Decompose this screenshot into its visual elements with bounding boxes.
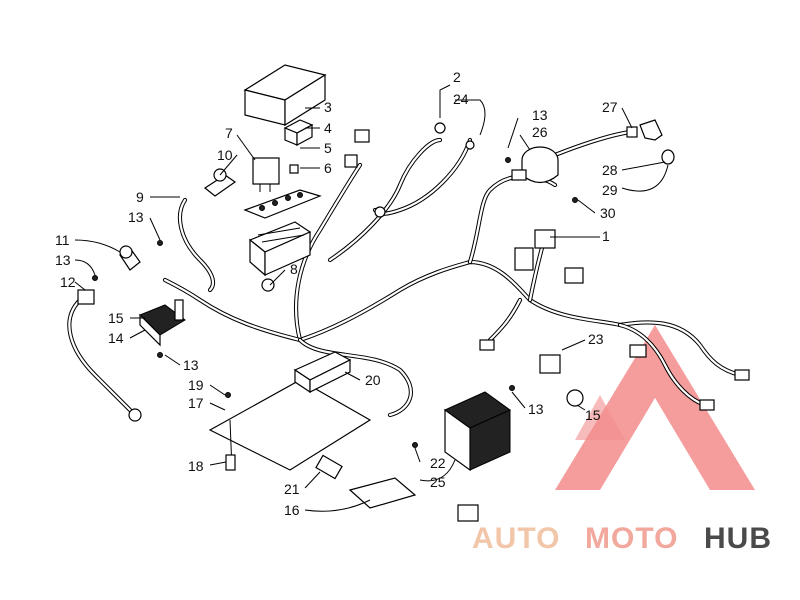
ring-terminal-2 [374,206,386,218]
grommet [261,278,275,292]
connector-mid-2 [479,339,495,351]
callout-27: 28 [602,162,618,178]
callout-13-a: 13 [128,209,144,225]
watermark-auto: AUTO [472,522,560,555]
connector-cluster [514,229,584,284]
relay-large [252,157,280,192]
watermark-text: AUTO MOTO HUB [472,522,772,555]
callout-13-e: 13 [532,107,548,123]
callout-29: 30 [600,205,616,221]
callout-12: 12 [60,274,76,290]
ring-terminal-4 [465,140,475,150]
callout-1: 23 [588,331,604,347]
connector-top [354,129,370,143]
callout-26: 27 [602,99,618,115]
callout-30: 1 [602,228,610,244]
bracket [77,289,95,305]
callout-2: 2 [453,69,461,85]
callout-11: 11 [55,232,70,248]
callout-5: 5 [324,140,332,156]
callout-20: 20 [365,372,381,388]
callout-15-b: 22 [430,455,446,471]
voltage-regulator [444,391,511,522]
spark-plug-cap [626,119,675,165]
fuse-strip [243,164,322,219]
electronic-control-unit [293,351,352,394]
callout-numbers: 2 24 3 4 5 6 7 10 9 13 11 13 12 8 15 14 … [55,69,618,518]
callout-17: 17 [188,395,204,411]
callout-8: 8 [290,261,298,277]
connector-mid [539,354,561,374]
relay-small [283,119,314,146]
inline-connector [315,454,343,480]
leader-lines [74,84,669,512]
connector-right-2 [734,369,750,381]
callout-6: 6 [324,160,332,176]
callout-7: 7 [225,125,233,141]
callout-3: 3 [324,99,332,115]
connector-top-2 [344,154,358,168]
callout-24: 24 [453,91,469,107]
watermark-logo [555,325,755,490]
mounting-plate [208,379,372,471]
callout-14: 14 [108,330,124,346]
battery-cable [177,197,216,293]
watermark-moto: MOTO [585,522,678,555]
starter-solenoid [139,299,186,347]
ignition-coil [511,146,559,184]
callout-16: 16 [284,502,300,518]
terminal-boot-2 [119,245,141,271]
callout-9: 9 [136,189,144,205]
connector-right-1 [629,344,647,358]
fuse-box-cover [243,64,327,127]
callout-25: 26 [532,124,548,140]
terminal-boot [203,168,237,197]
screws [92,157,578,448]
ring-terminal [128,408,142,422]
callout-22: 25 [430,474,446,490]
callout-10: 10 [217,147,233,163]
callout-13-b: 13 [55,252,71,268]
wire-clip [566,389,584,407]
callout-23: 15 [585,407,601,423]
foam-pad [348,477,417,509]
callout-4: 4 [324,120,332,136]
fuse-block [248,221,312,277]
ring-terminal-3 [434,122,446,134]
callout-21: 21 [284,481,300,497]
callout-19: 19 [188,377,204,393]
watermark-hub: HUB [704,522,772,555]
callout-18: 18 [188,458,204,474]
callout-28: 29 [602,182,618,198]
callout-15-a: 15 [108,310,124,326]
connector-right-3 [699,399,715,411]
callout-13-c: 13 [183,357,199,373]
callout-13-d: 13 [528,401,544,417]
